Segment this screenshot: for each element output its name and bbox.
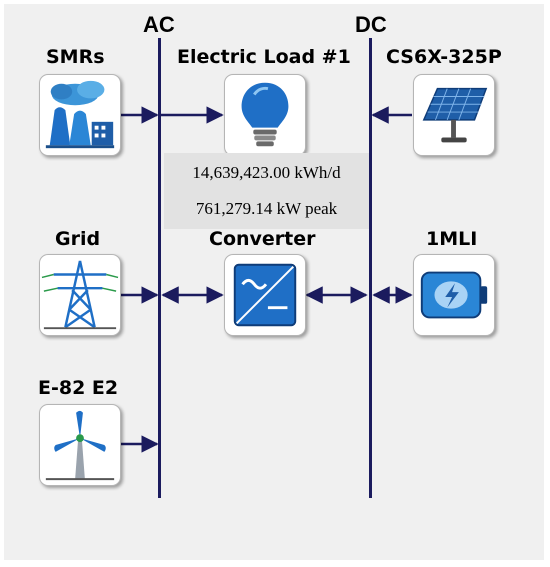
smrs-label: SMRs [46,46,105,68]
battery-icon [420,271,488,319]
smrs-component[interactable] [39,74,121,156]
converter-icon [233,263,297,327]
transmission-tower-icon [41,260,119,330]
ac-bus-label: AC [143,12,175,37]
dc-bus-label: DC [355,12,387,37]
solar-panel-icon [422,87,488,143]
battery-label: 1MLI [426,228,478,250]
pv-component[interactable] [413,74,495,156]
pv-label: CS6X-325P [386,46,502,68]
load-stats-box: 14,639,423.00 kWh/d 761,279.14 kW peak [164,153,369,229]
wind-label: E-82 E2 [38,377,119,399]
converter-component[interactable] [224,254,306,336]
grid-component[interactable] [39,254,121,336]
electric-load-label: Electric Load #1 [177,46,351,68]
battery-component[interactable] [413,254,495,336]
dc-bus-line [369,38,372,498]
peak-load-value: 761,279.14 kW peak [195,199,338,218]
grid-label: Grid [55,228,101,250]
wind-turbine-icon [45,410,115,481]
light-bulb-icon [241,82,289,147]
nuclear-plant-icon [45,80,115,149]
electric-load-component[interactable] [224,74,306,156]
wind-component[interactable] [39,404,121,486]
ac-bus-line [158,38,161,498]
daily-energy-value: 14,639,423.00 kWh/d [192,163,341,182]
converter-label: Converter [209,228,316,250]
